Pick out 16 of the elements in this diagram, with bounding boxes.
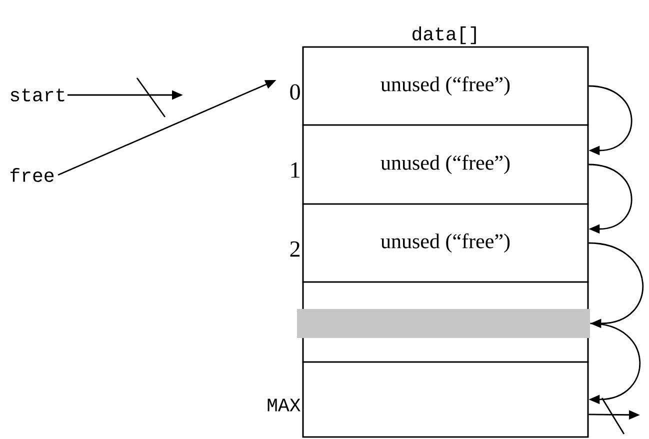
next-link-arrow [588, 164, 632, 234]
empty-array-cell [302, 281, 589, 363]
array-cell: unused (“free”) [302, 124, 589, 205]
node-label: data[] [412, 26, 476, 44]
index-label: 0 [290, 84, 300, 100]
array-cell: unused (“free”) [302, 203, 589, 283]
pointer-name: free [10, 168, 54, 182]
index-label: 1 [291, 162, 300, 178]
next-link-arrow [588, 85, 632, 156]
next-link-arrow [588, 242, 644, 328]
array-cell: unused (“free”) [302, 46, 589, 126]
empty-array-cell [302, 361, 589, 438]
shaded-band [297, 308, 590, 338]
pointer-name: start [10, 88, 64, 102]
index-label: 2 [290, 241, 300, 257]
index-label: MAX [268, 398, 300, 412]
